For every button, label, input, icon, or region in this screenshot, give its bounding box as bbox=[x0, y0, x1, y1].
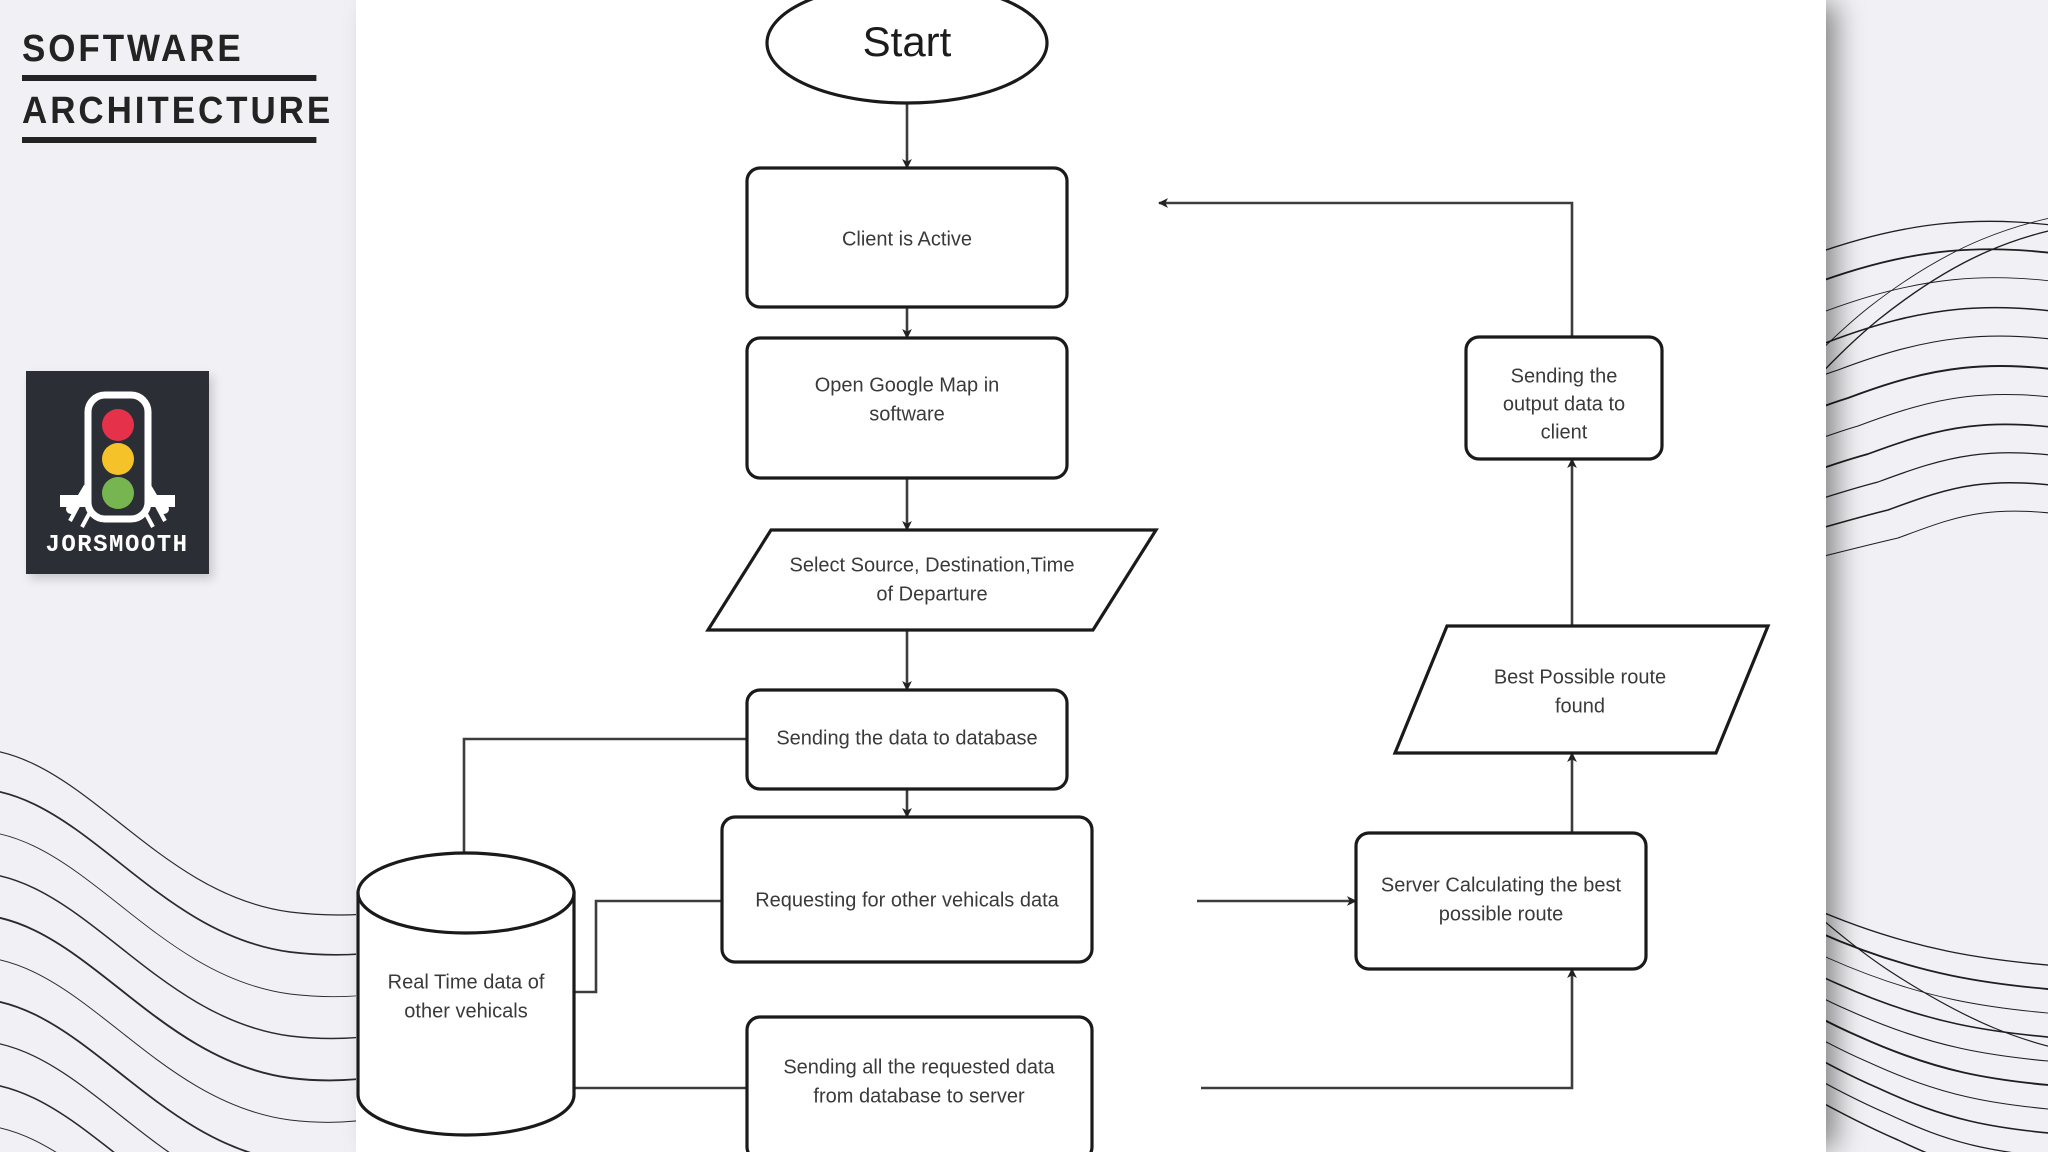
page-title-line-2: ARCHITECTURE bbox=[22, 92, 330, 143]
node-output-label-1: Sending the bbox=[1511, 365, 1618, 387]
edge-output-to-client bbox=[1158, 198, 1574, 337]
node-server-label-1: Server Calculating the best bbox=[1381, 874, 1622, 896]
diagram-canvas: Start Client is Active Open Google Map i… bbox=[356, 0, 1826, 1152]
node-sending-output-to-client[interactable]: Sending the output data to client bbox=[1464, 335, 1664, 461]
node-bestroute-label-1: Best Possible route bbox=[1494, 666, 1666, 688]
node-db-label-2: other vehicals bbox=[404, 1000, 527, 1022]
yellow-light-icon bbox=[102, 443, 134, 475]
node-db-label-1: Real Time data of bbox=[388, 971, 545, 993]
node-server-calculating[interactable]: Server Calculating the best possible rou… bbox=[1354, 831, 1648, 971]
node-select-label-1: Select Source, Destination,Time bbox=[790, 554, 1075, 576]
node-sending-all-requested-data[interactable]: Sending all the requested data from data… bbox=[745, 1015, 1094, 1152]
node-server-label-2: possible route bbox=[1439, 903, 1564, 925]
page-title-line-1: SOFTWARE bbox=[22, 30, 317, 81]
node-sending-data-to-database[interactable]: Sending the data to database bbox=[745, 688, 1069, 791]
node-output-label-2: output data to bbox=[1503, 393, 1625, 415]
node-requesting-other-vehicals-data[interactable]: Requesting for other vehicals data bbox=[720, 815, 1094, 964]
node-open-google-map[interactable]: Open Google Map in software bbox=[745, 336, 1069, 480]
traffic-light-logo-icon: JORSMOOTH bbox=[45, 391, 188, 559]
red-light-icon bbox=[102, 409, 134, 441]
node-best-possible-route[interactable]: Best Possible route found bbox=[1392, 624, 1771, 755]
node-start[interactable]: Start bbox=[765, 0, 1049, 105]
node-select-label-2: of Departure bbox=[876, 583, 987, 605]
node-select-source[interactable]: Select Source, Destination,Time of Depar… bbox=[705, 528, 1159, 632]
node-openmap-label-2: software bbox=[869, 403, 945, 425]
node-request-label: Requesting for other vehicals data bbox=[755, 889, 1059, 911]
edge-request-to-db bbox=[555, 899, 762, 997]
node-bestroute-label-2: found bbox=[1555, 695, 1605, 717]
node-senddb-label: Sending the data to database bbox=[776, 727, 1037, 749]
brand-wordmark: JORSMOOTH bbox=[45, 532, 188, 559]
left-rail: SOFTWARE ARCHITECTURE bbox=[0, 0, 356, 1152]
flowchart: Start Client is Active Open Google Map i… bbox=[356, 0, 1771, 1152]
brand-logo: JORSMOOTH bbox=[26, 371, 209, 574]
page-title: SOFTWARE ARCHITECTURE bbox=[22, 30, 330, 154]
node-sendall-label-1: Sending all the requested data bbox=[783, 1056, 1055, 1078]
edge-senddb-to-db bbox=[459, 737, 762, 867]
green-light-icon bbox=[102, 477, 134, 509]
edge-sendall-to-server bbox=[1201, 968, 1577, 1090]
node-output-label-3: client bbox=[1541, 421, 1588, 443]
node-database-real-time-data[interactable]: Real Time data of other vehicals bbox=[356, 851, 576, 1137]
node-start-label: Start bbox=[863, 18, 952, 65]
node-client-is-active[interactable]: Client is Active bbox=[745, 166, 1069, 309]
node-openmap-label-1: Open Google Map in bbox=[815, 374, 1000, 396]
node-sendall-label-2: from database to server bbox=[813, 1085, 1025, 1107]
node-client-label: Client is Active bbox=[842, 228, 972, 250]
